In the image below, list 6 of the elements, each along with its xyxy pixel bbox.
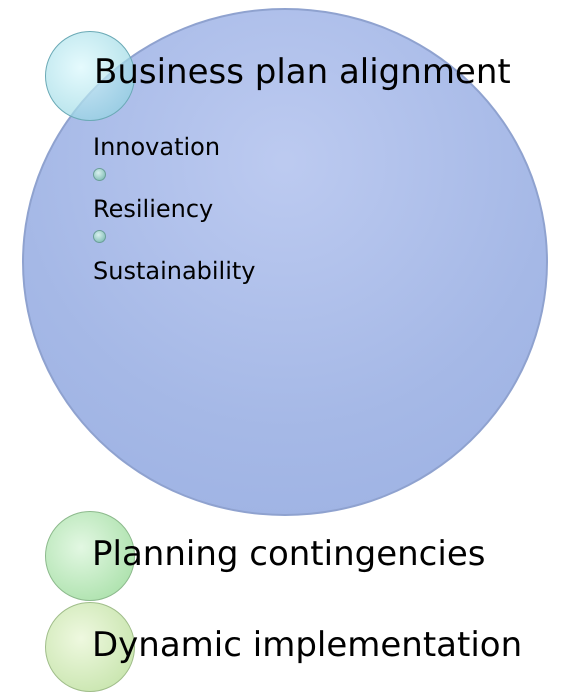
heading: Dynamic implementation bbox=[92, 628, 522, 662]
list-item: Innovation bbox=[93, 135, 220, 159]
list-item: Sustainability bbox=[93, 259, 256, 283]
heading: Planning contingencies bbox=[92, 537, 486, 571]
list-item: Resiliency bbox=[93, 197, 214, 221]
heading: Business plan alignment bbox=[94, 55, 511, 89]
